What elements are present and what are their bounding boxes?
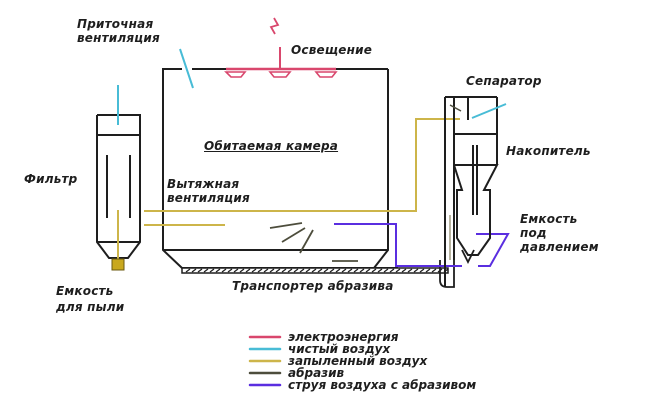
label-accumulator: Накопитель <box>506 144 591 158</box>
conveyor-hatch <box>371 268 377 273</box>
label-line: Вытяжная <box>167 177 240 191</box>
conveyor-hatch <box>293 268 299 273</box>
label-lighting: Освещение <box>291 43 373 57</box>
accumulator-body <box>453 164 499 256</box>
lamp-3 <box>314 71 338 78</box>
conveyor-hatch <box>251 268 257 273</box>
lamp-2 <box>268 71 292 78</box>
label-supply-ventilation: Приточная вентиляция <box>77 17 160 45</box>
exhaust-ventilation <box>144 118 460 226</box>
conveyor-hatch <box>323 268 329 273</box>
conveyor-hatch <box>221 268 227 273</box>
separator-accumulator <box>444 96 499 287</box>
supply-ventilation-duct <box>179 48 194 89</box>
conveyor-hatch <box>377 268 383 273</box>
label-separator: Сепаратор <box>466 74 542 88</box>
label-abrasive-conveyor: Транспортер абразива <box>232 279 394 293</box>
conveyor-hatch <box>269 268 275 273</box>
legend-item-clean-air: чистый воздух <box>288 342 391 356</box>
conveyor-hatch <box>341 268 347 273</box>
separator-clean-air-outlet <box>471 103 507 119</box>
abrasive-conveyor <box>181 260 455 288</box>
conveyor-hatch <box>197 268 203 273</box>
label-filter: Фильтр <box>24 172 78 186</box>
conveyor-hatch <box>215 268 221 273</box>
jet-hose <box>334 223 462 267</box>
label-exhaust-ventilation: Вытяжная вентиляция <box>167 177 250 205</box>
separator-flap <box>449 104 462 112</box>
lamp-1 <box>224 71 247 78</box>
jet-from-pressure-vessel <box>476 233 510 267</box>
conveyor-hatch <box>401 268 407 273</box>
legend-swatches <box>248 335 282 387</box>
conveyor-hatch <box>329 268 335 273</box>
abrasive-particle <box>299 229 314 254</box>
label-line: Емкость <box>520 212 578 226</box>
label-line: вентиляция <box>167 191 250 205</box>
conveyor-hatch <box>407 268 413 273</box>
label-line: давлением <box>520 240 599 254</box>
filter-unit <box>96 114 141 259</box>
conveyor-hatch <box>317 268 323 273</box>
conveyor-hatch <box>383 268 389 273</box>
label-line: вентиляция <box>77 31 160 45</box>
conveyor-hatch <box>287 268 293 273</box>
lightning-icon <box>269 17 280 35</box>
label-line: для пыли <box>56 300 125 314</box>
legend-item-abrasive: абразив <box>288 366 345 380</box>
label-dust-container: Емкость для пыли <box>56 283 124 315</box>
label-inhabited-chamber: Обитаемая камера <box>204 139 339 153</box>
chamber-wall-top-left <box>162 68 398 269</box>
conveyor-hatch <box>359 268 365 273</box>
label-line: под <box>520 226 547 240</box>
conveyor-hatch <box>425 268 431 273</box>
conveyor-hatch <box>185 268 191 273</box>
conveyor-hatch <box>365 268 371 273</box>
abrasive-particle <box>269 222 303 229</box>
lighting-fixtures <box>224 17 338 78</box>
abrasive-jet-line <box>334 223 510 267</box>
inhabited-chamber <box>162 68 398 269</box>
label-line: Емкость <box>56 284 114 298</box>
conveyor-hatch <box>227 268 233 273</box>
conveyor-hatch <box>305 268 311 273</box>
label-line: Приточная <box>77 17 154 31</box>
conveyor-hatch <box>233 268 239 273</box>
legend-item-abrasive-jet: струя воздуха с абразивом <box>288 378 477 392</box>
conveyor-hatch <box>431 268 437 273</box>
conveyor-hatch <box>203 268 209 273</box>
conveyor-hatch <box>281 268 287 273</box>
conveyor-hatch <box>191 268 197 273</box>
conveyor-hatch <box>257 268 263 273</box>
conveyor-hatch <box>263 268 269 273</box>
conveyor-hatch <box>209 268 215 273</box>
conveyor-hatch <box>395 268 401 273</box>
chamber-wall-right <box>373 69 389 269</box>
conveyor-hatch <box>245 268 251 273</box>
pressure-vessel-outlet <box>461 249 475 265</box>
conveyor-hatch <box>389 268 395 273</box>
conveyor-hatch <box>299 268 305 273</box>
dust-container <box>111 258 125 271</box>
conveyor-hatch <box>311 268 317 273</box>
conveyor-hatch <box>335 268 341 273</box>
legend-item-electricity: электроэнергия <box>288 330 399 344</box>
conveyor-end-bucket <box>439 260 455 288</box>
conveyor-hatch <box>413 268 419 273</box>
conveyor-hatch <box>275 268 281 273</box>
abrasive-particle <box>281 227 306 243</box>
label-pressure-vessel: Емкость под давлением <box>520 212 599 254</box>
conveyor-hatch <box>353 268 359 273</box>
conveyor-hatch <box>239 268 245 273</box>
conveyor-hatch <box>419 268 425 273</box>
legend-item-dusty-air: запыленный воздух <box>288 354 428 368</box>
conveyor-hatch <box>347 268 353 273</box>
abrasive-particles <box>269 222 358 262</box>
dusty-air-duct-to-separator <box>144 118 460 212</box>
